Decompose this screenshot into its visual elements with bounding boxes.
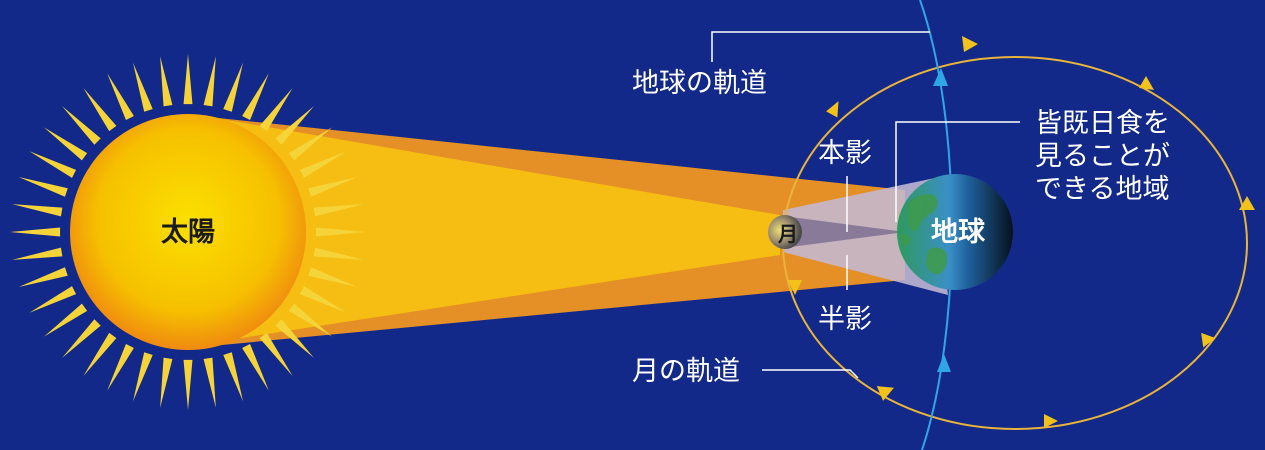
sun-ray [183,54,193,105]
sun-label: 太陽 [161,217,215,248]
orbit-direction-arrows [788,36,1255,428]
sun-ray [223,62,244,112]
sun-ray [313,204,364,217]
sun-ray [18,176,68,197]
sun-ray [242,343,269,391]
sun-ray [299,151,347,178]
orbit-arrow-8 [826,101,839,118]
sun-ray [259,87,293,132]
moon-label: 月 [777,222,798,246]
sun-ray [275,106,314,145]
sun-ray [12,247,63,260]
sun-ray [29,151,77,178]
sun-ray [160,357,173,408]
earth-orbit-label: 地球の軌道 [632,68,767,99]
orbit-arrow-6 [876,386,894,401]
sun-ray [62,319,101,358]
sun-ray [288,303,333,337]
sunlight-beam-inner [215,118,780,342]
orbit-arrow-3 [1239,196,1255,210]
sun-ray [160,56,173,107]
sun-ray [259,332,293,377]
moon-orbit-leader [762,369,859,379]
sun-ray [62,106,101,145]
sun-ray [313,247,364,260]
sun-ray [315,227,366,237]
moon-orbit-label: 月の軌道 [632,356,740,387]
sun-ray [275,319,314,358]
leader-lines [711,31,1020,379]
sun-ray [203,56,216,107]
sun-ray [12,204,63,217]
sun-ray [83,87,117,132]
orbit-arrow-7 [788,280,802,295]
sun-ray [29,286,77,313]
sun-ray [308,176,358,197]
sun-ray [18,267,68,288]
sun-rays [10,54,366,410]
orbit-arrow-2 [1139,76,1154,90]
earth-label: 地球 [931,217,986,248]
eclipse-area-line-2: 見ることが [1035,141,1170,172]
sun-ray [308,267,358,288]
penumbra-label: 半影 [818,304,872,335]
sun-ray [83,332,117,377]
moon [768,215,802,249]
eclipse-area-leader [895,121,1020,222]
orbit-arrow-1 [962,36,978,52]
earth-orbit-leader [711,31,930,62]
sun-ray [132,62,153,112]
eclipse-area-label: 皆既日食を 見ることが できる地域 [1035,108,1179,205]
orbit-arrow-5 [1044,414,1058,428]
umbra-label: 本影 [818,138,872,169]
earth-continents [900,194,948,275]
sun-ray [299,286,347,313]
sun-ray [10,227,61,237]
sun-ray [43,303,88,337]
sun-ray [43,127,88,161]
sun-ray [107,343,134,391]
sun-ray [288,127,333,161]
umbra-region [783,216,905,248]
sun-ray [223,352,244,402]
eclipse-area-line-3: できる地域 [1035,174,1169,205]
earth-orbit-arrow-bottom [937,354,951,372]
sun-ray [203,357,216,408]
earth-orbit-arrow-top [933,68,948,86]
sun-ray [107,73,134,121]
sun [70,114,306,350]
eclipse-area-line-1: 皆既日食を [1035,108,1170,139]
sun-ray [242,73,269,121]
sun-ray [132,352,153,402]
sun-ray [183,359,193,410]
orbit-arrow-4 [1201,332,1216,348]
